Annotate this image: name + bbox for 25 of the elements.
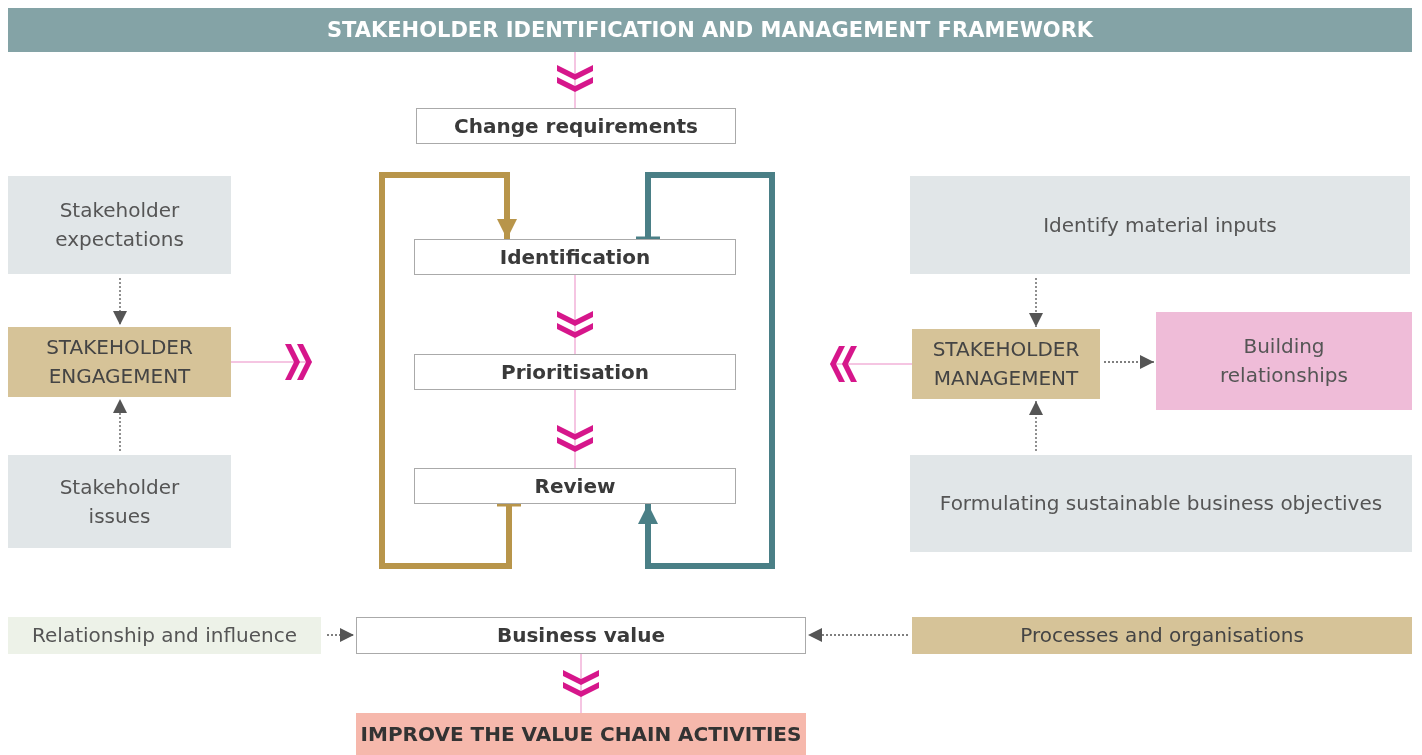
process-box: Business value [356, 617, 806, 654]
arrow [1029, 277, 1043, 328]
arrow [1029, 400, 1043, 452]
input-box: Identify material inputs [910, 176, 1410, 274]
hub-box: STAKEHOLDER MANAGEMENT [912, 329, 1100, 399]
output-box: Building relationships [1156, 312, 1412, 410]
arrow [326, 628, 355, 642]
input-box: Stakeholder issues [8, 455, 231, 548]
process-box: Prioritisation [414, 354, 736, 390]
goal-banner: IMPROVE THE VALUE CHAIN ACTIVITIES [356, 713, 806, 755]
arrow [1103, 355, 1155, 369]
process-box: Identification [414, 239, 736, 275]
process-box: Review [414, 468, 736, 504]
process-box: Change requirements [416, 108, 736, 144]
input-box: Relationship and influence [8, 617, 321, 654]
input-box: Formulating sustainable business objectives [910, 455, 1412, 552]
arrow [113, 398, 127, 452]
arrow [807, 628, 909, 642]
input-box: Stakeholder expectations [8, 176, 231, 274]
feedback-loop-arrow [379, 172, 524, 569]
feedback-loop-arrow [633, 172, 775, 569]
title-banner: STAKEHOLDER IDENTIFICATION AND MANAGEMENT FRAMEWORK [8, 8, 1412, 52]
arrow [113, 277, 127, 326]
hub-box: STAKEHOLDER ENGAGEMENT [8, 327, 231, 397]
input-box: Processes and organisations [912, 617, 1412, 654]
